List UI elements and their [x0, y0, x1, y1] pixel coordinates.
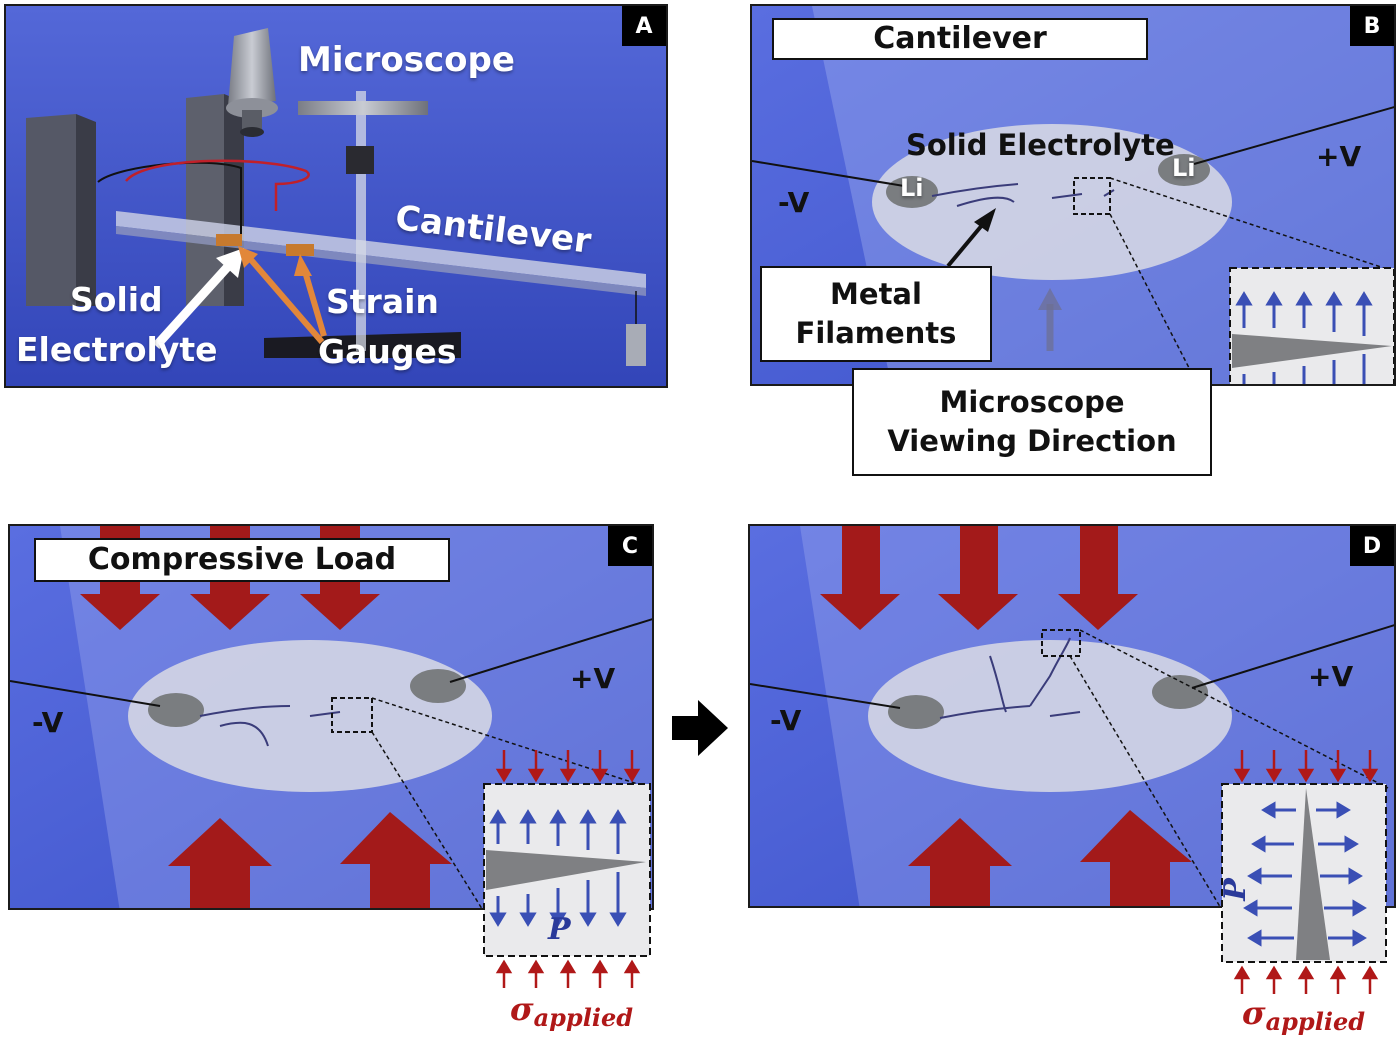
- viewing-direction-line1: Microscope: [939, 384, 1125, 419]
- compressive-arrows-bottom: [168, 812, 452, 908]
- panel-c-title: Compressive Load: [34, 538, 450, 582]
- compressive-arrows-bottom-d: [908, 810, 1192, 906]
- solid-electrolyte-label-line1: Solid: [70, 280, 163, 319]
- neg-voltage-label: -V: [778, 186, 810, 219]
- sigma-subscript-c: applied: [533, 1003, 633, 1032]
- inset-p-label-c: P: [548, 912, 571, 947]
- neg-voltage-label-d: -V: [770, 704, 802, 737]
- applied-stress-arrows-bottom-c: [495, 959, 641, 988]
- solid-electrolyte-label: Solid Electrolyte: [906, 128, 1175, 162]
- pos-voltage-label: +V: [1316, 140, 1362, 173]
- applied-stress-arrows-top-c: [495, 750, 641, 783]
- solid-electrolyte-label-line2: Electrolyte: [16, 330, 218, 369]
- cantilever-beam: [116, 211, 646, 288]
- neg-voltage-label-c: -V: [32, 706, 64, 739]
- panel-d-label: D: [1350, 526, 1394, 566]
- panel-b-label: B: [1350, 6, 1394, 46]
- sigma-applied-label-d: σapplied: [1242, 994, 1365, 1036]
- viewing-direction-callout: Microscope Viewing Direction: [852, 368, 1212, 476]
- metal-filaments-callout: Metal Filaments: [760, 266, 992, 362]
- panel-a: A Microscope Cantilever Solid Electrolyt…: [4, 4, 668, 388]
- pos-voltage-label-c: +V: [570, 662, 616, 695]
- pos-voltage-label-d: +V: [1308, 660, 1354, 693]
- strain-gauge-left: [216, 234, 242, 246]
- strain-gauges-label-line2: Gauges: [318, 332, 457, 371]
- inset-p-label-d: P: [1217, 878, 1253, 901]
- li-right-label: Li: [1172, 154, 1196, 182]
- sigma-applied-label-c: σapplied: [510, 990, 633, 1032]
- panel-a-label: A: [622, 6, 666, 46]
- compressive-arrows-top-d: [820, 526, 1138, 630]
- metal-filaments: [931, 183, 1115, 207]
- strain-gauge-right: [286, 244, 314, 256]
- li-electrode-right: [1158, 154, 1210, 186]
- support-pillar-right: [186, 94, 224, 306]
- applied-stress-arrows-top-d: [1233, 750, 1379, 783]
- li-electrode-left: [886, 176, 938, 208]
- right-arrow-icon: [672, 700, 728, 756]
- solid-electrolyte-disk: [872, 124, 1232, 280]
- sigma-subscript-d: applied: [1265, 1007, 1365, 1036]
- metal-filaments-line1: Metal: [830, 276, 922, 311]
- panel-a-illustration: [6, 6, 666, 386]
- sigma-symbol-d: σ: [1242, 994, 1266, 1032]
- hanging-weight: [626, 324, 646, 366]
- crack-wedge-b: [1232, 334, 1392, 368]
- panel-d-inset: [1221, 750, 1387, 994]
- applied-stress-arrows-bottom-d: [1233, 965, 1379, 994]
- li-left-label: Li: [900, 174, 924, 202]
- viewing-direction-line2: Viewing Direction: [887, 424, 1177, 458]
- metal-filaments-line2: Filaments: [795, 316, 957, 350]
- microscope-stand-pole: [356, 91, 366, 351]
- microscope-label: Microscope: [298, 40, 515, 80]
- microscope-head: [228, 28, 276, 106]
- panel-c-inset: [483, 750, 651, 988]
- crack-wedge-c: [486, 850, 646, 890]
- support-pillar-left: [26, 114, 76, 306]
- crack-wedge-d: [1296, 788, 1330, 960]
- panel-c-label: C: [608, 526, 652, 566]
- panel-b-title: Cantilever: [772, 18, 1148, 60]
- crack-inset-b: [1229, 267, 1394, 384]
- electrolyte-pointer-arrow: [152, 258, 236, 350]
- strain-gauges-label-line1: Strain: [326, 282, 439, 321]
- sigma-symbol-c: σ: [510, 990, 534, 1028]
